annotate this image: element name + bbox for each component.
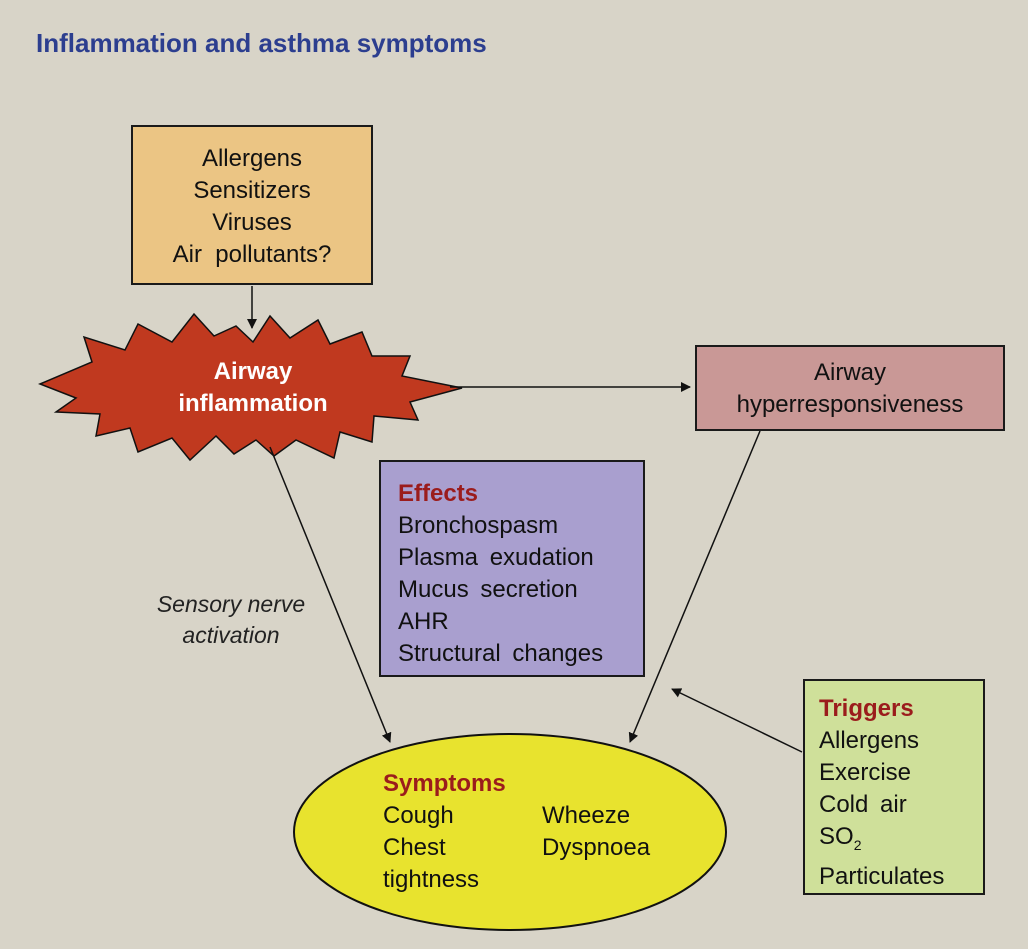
inflammation-label-line: inflammation bbox=[178, 390, 328, 417]
trigger-item: Allergens bbox=[819, 727, 920, 754]
sensory-nerve-label: Sensory nerve activation bbox=[131, 589, 331, 651]
arrow-triggers-to-symptoms bbox=[671, 688, 803, 753]
symptom-item: Chest bbox=[383, 834, 446, 861]
so2-subscript: 2 bbox=[853, 837, 862, 853]
symptoms-header: Symptoms bbox=[383, 770, 506, 797]
triggers-header: Triggers bbox=[819, 695, 914, 722]
effect-item: AHR bbox=[398, 608, 449, 635]
causes-box: Allergens Sensitizers Viruses Air pollut… bbox=[131, 125, 373, 285]
trigger-item: Cold air bbox=[819, 791, 907, 818]
effect-item: Mucus secretion bbox=[398, 576, 578, 603]
cause-item: Air pollutants? bbox=[172, 241, 332, 268]
so2-text: SO bbox=[819, 823, 854, 850]
ahr-box: Airway hyperresponsiveness bbox=[695, 345, 1005, 431]
cause-item: Allergens bbox=[201, 145, 303, 172]
ahr-label-line: Airway bbox=[813, 359, 886, 386]
effect-item: Plasma exudation bbox=[398, 544, 594, 571]
page-title: Inflammation and asthma symptoms bbox=[36, 28, 487, 58]
symptom-item: Dyspnoea bbox=[542, 834, 651, 861]
airway-inflammation-burst bbox=[38, 312, 463, 462]
trigger-item: Exercise bbox=[819, 759, 912, 786]
cause-item: Sensitizers bbox=[193, 177, 311, 204]
symptoms-grid: Cough Wheeze Chest Dyspnoea tightness bbox=[383, 800, 683, 896]
inflammation-label: Airway inflammation bbox=[148, 356, 358, 420]
symptom-item: tightness bbox=[383, 866, 480, 893]
cause-item: Viruses bbox=[212, 209, 292, 236]
ahr-label-line: hyperresponsiveness bbox=[736, 391, 964, 418]
arrow-ahr-to-symptoms bbox=[628, 430, 761, 743]
trigger-item: Particulates bbox=[819, 863, 945, 890]
inflammation-label-line: Airway bbox=[213, 358, 293, 385]
triggers-box: Triggers Allergens Exercise Cold air SO2… bbox=[803, 679, 985, 895]
trigger-item-so2: SO2 bbox=[819, 821, 983, 861]
effect-item: Structural changes bbox=[398, 640, 604, 667]
symptoms-content: Symptoms Cough Wheeze Chest Dyspnoea tig… bbox=[383, 768, 683, 896]
symptom-item: Cough bbox=[383, 802, 454, 829]
effects-header: Effects bbox=[398, 480, 479, 507]
sensory-label-line: Sensory nerve bbox=[156, 591, 306, 617]
arrow-inflammation-to-symptoms bbox=[269, 446, 392, 743]
effect-item: Bronchospasm bbox=[398, 512, 559, 539]
sensory-label-line: activation bbox=[182, 622, 280, 648]
symptoms-ellipse bbox=[293, 733, 727, 931]
effects-box: Effects Bronchospasm Plasma exudation Mu… bbox=[379, 460, 645, 677]
symptom-item: Wheeze bbox=[542, 802, 631, 829]
